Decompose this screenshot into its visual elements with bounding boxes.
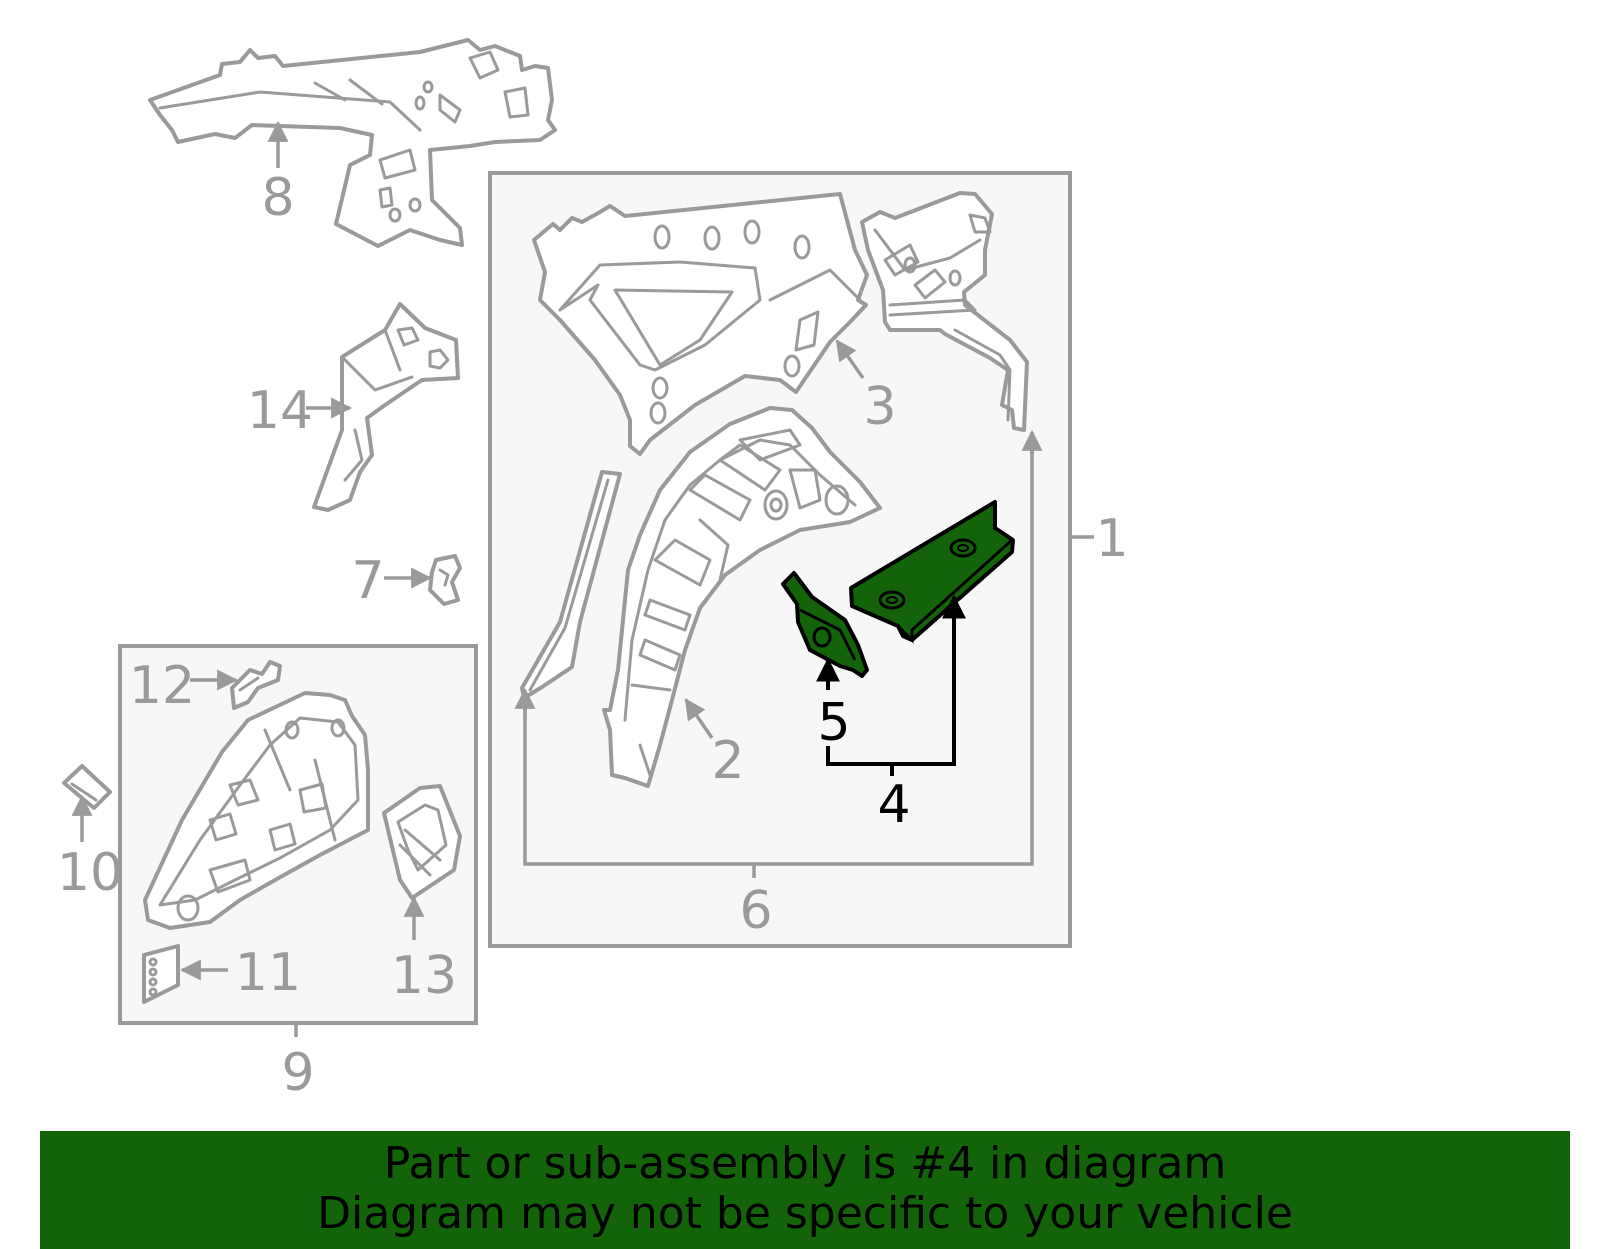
- part-7-clip[interactable]: [428, 554, 462, 606]
- banner-line-1: Part or sub-assembly is #4 in diagram: [383, 1138, 1227, 1189]
- callout-9: 9: [281, 1043, 314, 1103]
- banner-line-2: Diagram may not be specific to your vehi…: [317, 1188, 1293, 1239]
- part-10-small-bracket[interactable]: [62, 764, 112, 810]
- callout-14: 14: [247, 381, 313, 441]
- callout-3: 3: [863, 377, 896, 437]
- callout-1: 1: [1095, 509, 1128, 569]
- callout-11: 11: [235, 943, 301, 1003]
- part-5-highlighted-bracket[interactable]: [781, 571, 869, 678]
- callout-2: 2: [711, 731, 744, 791]
- callout-5: 5: [817, 693, 850, 753]
- part-2-wheelhouse[interactable]: [602, 406, 882, 788]
- part-13-panel[interactable]: [382, 784, 462, 900]
- part-12-small-bracket[interactable]: [230, 660, 282, 710]
- part-3-quarter-inner-upper[interactable]: [532, 192, 869, 456]
- callout-4: 4: [877, 775, 910, 835]
- part-11-small-plate[interactable]: [142, 944, 180, 1004]
- callout-8: 8: [261, 168, 294, 228]
- callout-7: 7: [351, 551, 384, 611]
- part-9-rear-inner-panel[interactable]: [143, 691, 370, 930]
- notice-banner: Part or sub-assembly is #4 in diagram Di…: [40, 1131, 1570, 1249]
- part-8-upper-rail[interactable]: [148, 38, 557, 248]
- callout-10: 10: [57, 843, 123, 903]
- part-14-bracket[interactable]: [312, 302, 460, 512]
- callout-12: 12: [129, 656, 195, 716]
- callout-6: 6: [739, 881, 772, 941]
- callout-13: 13: [391, 946, 457, 1006]
- part-6-strip[interactable]: [520, 470, 622, 700]
